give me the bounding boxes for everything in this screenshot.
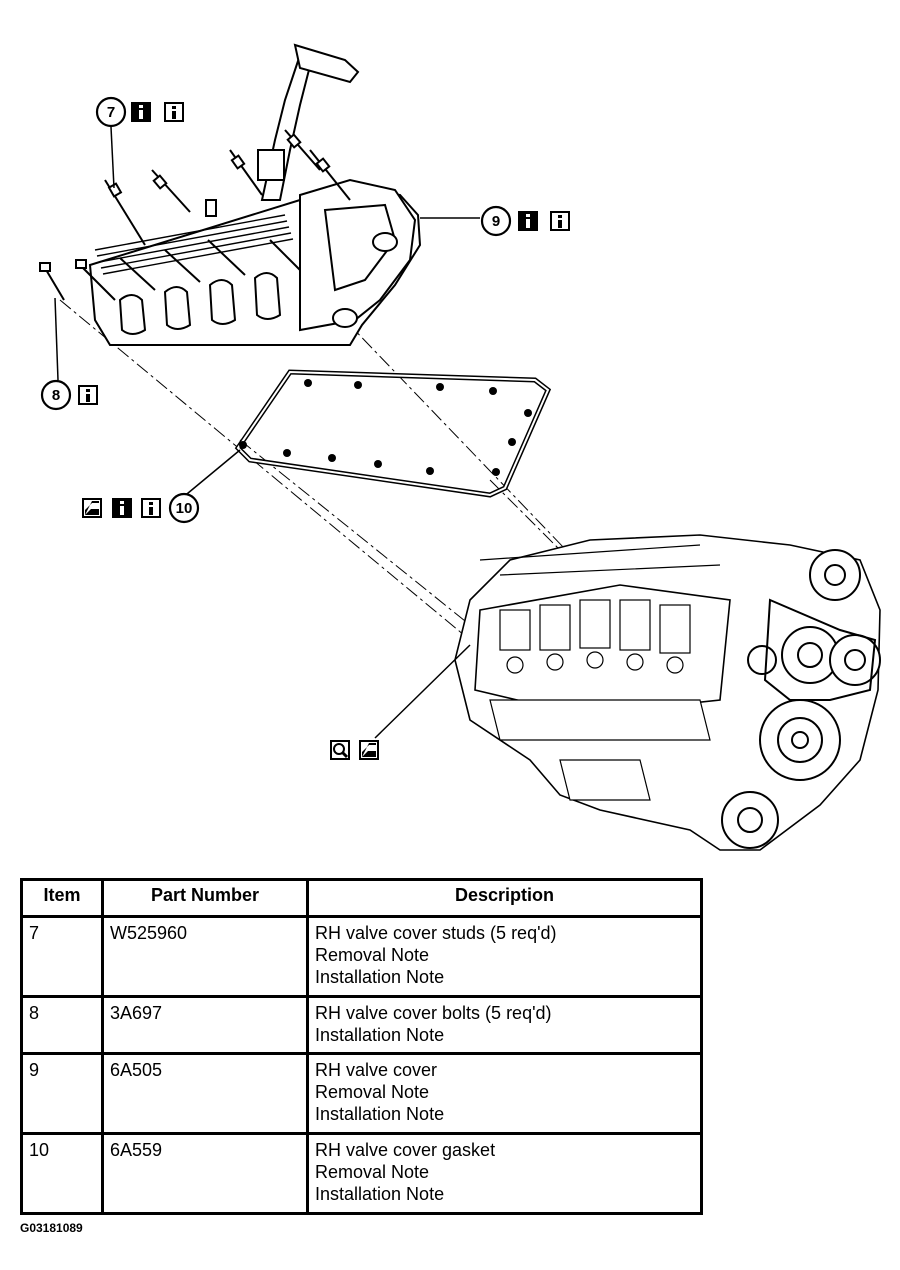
description-cell: RH valve cover Removal Note Installation… (306, 1052, 703, 1135)
installation-note-link[interactable]: Installation Note (315, 1104, 445, 1124)
description-text: RH valve cover (315, 1060, 438, 1080)
header-description: Description (306, 878, 703, 918)
table-row: 8 3A697 RH valve cover bolts (5 req'd) I… (20, 995, 703, 1055)
description-cell: RH valve cover gasket Removal Note Insta… (306, 1132, 703, 1215)
lubricant-icon[interactable] (359, 740, 379, 760)
info-icon[interactable] (141, 498, 161, 518)
info-icon[interactable] (550, 211, 570, 231)
zoom-icon[interactable] (329, 739, 351, 761)
table-row: 9 6A505 RH valve cover Removal Note Inst… (20, 1052, 703, 1135)
description-text: RH valve cover bolts (5 req'd) (315, 1003, 552, 1023)
callout-9-circle (480, 205, 512, 237)
removal-note-link[interactable]: Removal Note (315, 945, 430, 965)
figure-code: G03181089 (20, 1221, 83, 1235)
info-icon[interactable] (518, 211, 538, 231)
lubricant-icon[interactable] (82, 498, 102, 518)
callout-8-circle (40, 379, 72, 411)
part-number-cell: 3A697 (101, 995, 309, 1055)
description-text: RH valve cover studs (5 req'd) (315, 923, 557, 943)
callout-7-circle (95, 96, 127, 128)
valve-cover (88, 43, 422, 346)
removal-note-link[interactable]: Removal Note (315, 1162, 430, 1182)
table-row: 7 W525960 RH valve cover studs (5 req'd)… (20, 915, 703, 998)
callout-10[interactable]: 10 (82, 492, 200, 524)
item-cell: 10 (20, 1132, 104, 1215)
item-cell: 7 (20, 915, 104, 998)
installation-note-link[interactable]: Installation Note (315, 1184, 445, 1204)
part-number-cell: W525960 (101, 915, 309, 998)
callout-7-label: 7 (107, 104, 115, 121)
item-cell: 8 (20, 995, 104, 1055)
callout-10-circle (168, 492, 200, 524)
exploded-view-diagram: 7 9 8 10 (39, 43, 881, 851)
info-icon[interactable] (112, 498, 132, 518)
installation-note-link[interactable]: Installation Note (315, 967, 445, 987)
valve-cover-bolts (39, 239, 301, 301)
item-cell: 9 (20, 1052, 104, 1135)
table-row: 10 6A559 RH valve cover gasket Removal N… (20, 1132, 703, 1215)
valve-cover-studs (104, 129, 351, 246)
header-item: Item (20, 878, 104, 918)
callout-10-label: 10 (176, 500, 193, 517)
header-part-number: Part Number (101, 878, 309, 918)
part-number-cell: 6A559 (101, 1132, 309, 1215)
callout-8-label: 8 (52, 387, 60, 404)
info-icon[interactable] (164, 102, 184, 122)
engine-block (454, 534, 881, 851)
description-text: RH valve cover gasket (315, 1140, 496, 1160)
callout-7[interactable]: 7 (95, 96, 184, 128)
info-icon[interactable] (131, 102, 151, 122)
callout-9[interactable]: 9 (480, 205, 570, 237)
callout-9-label: 9 (492, 213, 500, 230)
description-cell: RH valve cover bolts (5 req'd) Installat… (306, 995, 703, 1055)
part-number-cell: 6A505 (101, 1052, 309, 1135)
parts-table: Item Part Number Description 7 W525960 R… (20, 878, 703, 1215)
callout-8[interactable]: 8 (40, 379, 98, 411)
detail-icons[interactable] (329, 739, 379, 761)
description-cell: RH valve cover studs (5 req'd) Removal N… (306, 915, 703, 998)
valve-cover-gasket (234, 369, 552, 498)
info-icon[interactable] (78, 385, 98, 405)
removal-note-link[interactable]: Removal Note (315, 1082, 430, 1102)
installation-note-link[interactable]: Installation Note (315, 1025, 445, 1045)
parts-table-header: Item Part Number Description (20, 878, 703, 918)
